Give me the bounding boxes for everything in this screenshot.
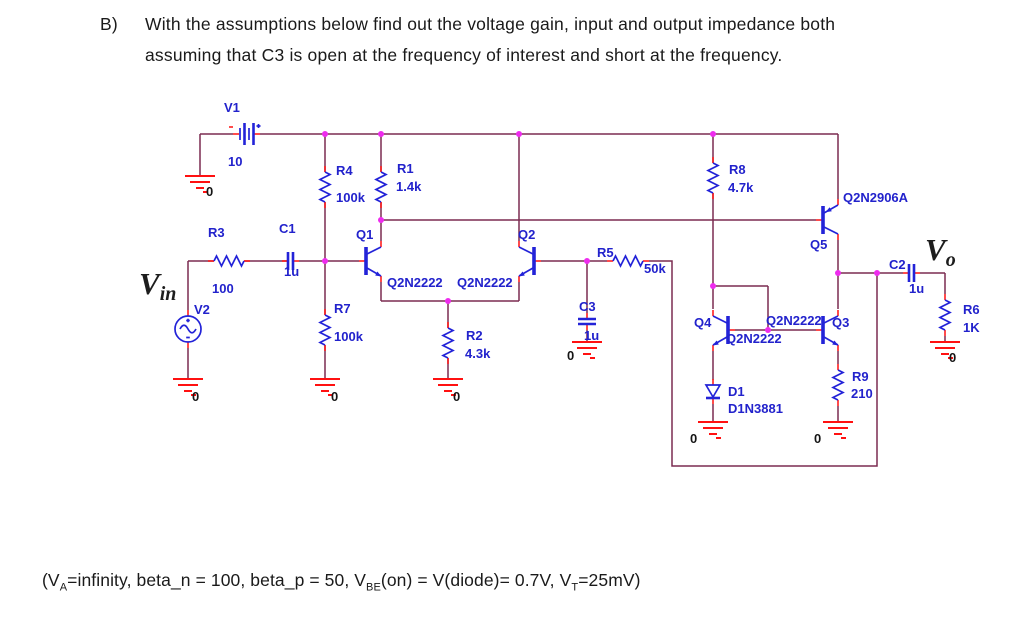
ground-node-label: 0 bbox=[206, 184, 214, 199]
label-c3-ref: C3 bbox=[579, 299, 596, 314]
label-q1-ref: Q1 bbox=[356, 227, 374, 242]
resistor-r1 bbox=[375, 165, 387, 209]
label-r2-value: 4.3k bbox=[465, 346, 491, 361]
ground-node-label: 0 bbox=[453, 389, 461, 404]
battery-v1 bbox=[229, 123, 261, 145]
label-v1-ref: V1 bbox=[224, 100, 240, 115]
problem-statement-line1: With the assumptions below find out the … bbox=[145, 14, 836, 34]
label-r1-ref: R1 bbox=[397, 161, 414, 176]
ground-node-label: 0 bbox=[192, 389, 200, 404]
transistor-q5 bbox=[814, 197, 840, 242]
label-c1-value: 1u bbox=[284, 264, 300, 279]
label-r3-value: 100 bbox=[212, 281, 234, 296]
resistor-r8 bbox=[707, 156, 719, 200]
label-r5-value: 50k bbox=[644, 261, 666, 276]
assumptions-seg: =infinity, beta_n = 100, beta_p = 50, V bbox=[67, 570, 367, 590]
label-q2-model: Q2N2222 bbox=[457, 275, 513, 290]
ground-node-label: 0 bbox=[331, 389, 339, 404]
label-q1-model: Q2N2222 bbox=[387, 275, 443, 290]
ground-node-label: 0 bbox=[690, 431, 698, 446]
assumptions-seg: (V bbox=[42, 570, 60, 590]
ground-node-label: 0 bbox=[567, 348, 575, 363]
label-r7-value: 100k bbox=[334, 329, 363, 344]
label-q4-ref: Q4 bbox=[694, 315, 712, 330]
label-r6-ref: R6 bbox=[963, 302, 980, 317]
vin-label: Vin bbox=[139, 266, 176, 306]
vo-sub: o bbox=[945, 249, 956, 271]
assumptions-seg: =25mV) bbox=[578, 570, 641, 590]
problem-item-label: B) bbox=[100, 14, 118, 34]
ground-symbol bbox=[822, 421, 854, 439]
label-r4-value: 100k bbox=[336, 190, 365, 205]
label-q3-ref: Q3 bbox=[832, 315, 850, 330]
label-c1-ref: C1 bbox=[279, 221, 296, 236]
label-r6-value: 1K bbox=[963, 320, 980, 335]
assumptions-sub-be: BE bbox=[366, 581, 381, 594]
assumptions-sub-t: T bbox=[571, 581, 579, 594]
vin-sub: in bbox=[159, 283, 177, 305]
label-q2-ref: Q2 bbox=[518, 227, 536, 242]
label-q3-model: Q2N2222 bbox=[766, 313, 822, 328]
label-d1-model: D1N3881 bbox=[728, 401, 783, 416]
label-r2-ref: R2 bbox=[466, 328, 483, 343]
ground-symbol bbox=[697, 421, 729, 439]
label-v2-ref: V2 bbox=[194, 302, 210, 317]
transistor-q2 bbox=[516, 239, 543, 284]
label-r3-ref: R3 bbox=[208, 225, 225, 240]
transistor-q1 bbox=[357, 239, 384, 284]
wires bbox=[187, 133, 946, 467]
vo-base: V bbox=[925, 232, 946, 267]
label-r5-ref: R5 bbox=[597, 245, 614, 260]
label-v1-value: 10 bbox=[228, 154, 243, 169]
label-r4-ref: R4 bbox=[336, 163, 353, 178]
assumptions-text: (VA=infinity, beta_n = 100, beta_p = 50,… bbox=[42, 570, 641, 594]
ground-node-label: 0 bbox=[814, 431, 822, 446]
resistor-r2 bbox=[442, 321, 454, 365]
resistor-r6 bbox=[939, 293, 951, 337]
resistor-r4 bbox=[319, 165, 331, 209]
ground-node-label: 0 bbox=[949, 350, 957, 365]
resistor-r7 bbox=[319, 308, 331, 352]
resistor-r3 bbox=[207, 255, 251, 267]
junction-dots bbox=[322, 131, 880, 333]
label-r8-ref: R8 bbox=[729, 162, 746, 177]
label-r9-value: 210 bbox=[851, 386, 873, 401]
label-d1-ref: D1 bbox=[728, 384, 745, 399]
label-q5-ref: Q5 bbox=[810, 237, 828, 252]
label-q4-model: Q2N2222 bbox=[726, 331, 782, 346]
diode-d1 bbox=[704, 379, 722, 404]
ground-symbol bbox=[571, 341, 603, 359]
sine-source-v2 bbox=[174, 310, 202, 348]
vin-base: V bbox=[139, 266, 160, 301]
label-r8-value: 4.7k bbox=[728, 180, 754, 195]
label-c2-value: 1u bbox=[909, 281, 925, 296]
assumptions-sub-a: A bbox=[59, 581, 68, 594]
label-q5-model: Q2N2906A bbox=[843, 190, 909, 205]
label-c3-value: 1u bbox=[584, 328, 600, 343]
assumptions-seg: (on) = V(diode)= 0.7V, V bbox=[380, 570, 572, 590]
label-r9-ref: R9 bbox=[852, 369, 869, 384]
label-r7-ref: R7 bbox=[334, 301, 351, 316]
label-r1-value: 1.4k bbox=[396, 179, 422, 194]
resistor-r9 bbox=[832, 363, 844, 407]
vo-label: Vo bbox=[925, 232, 956, 272]
label-c2-ref: C2 bbox=[889, 257, 906, 272]
problem-statement-line2: assuming that C3 is open at the frequenc… bbox=[145, 45, 783, 65]
